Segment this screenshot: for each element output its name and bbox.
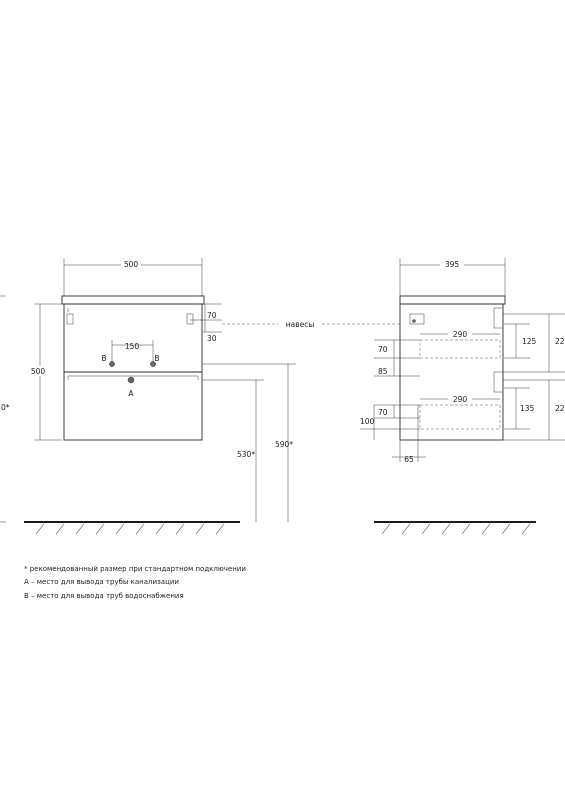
hanger-70-label: 70 <box>207 311 217 320</box>
hangers-label: навесы <box>286 320 315 329</box>
height-530-label: 530* <box>237 450 255 459</box>
drawer-2-box <box>419 404 501 430</box>
hanger-right <box>186 313 194 325</box>
side-hanger <box>409 313 425 325</box>
side-body <box>399 303 504 441</box>
note-a: А – место для вывода трубы канализации <box>24 578 179 586</box>
drawer-1-partial-label: 22 <box>555 337 565 346</box>
side-floor-hatch <box>381 523 531 535</box>
drawer-2-height-label: 135 <box>520 404 535 413</box>
drawer-1-width-label: 290 <box>453 330 468 339</box>
side-width-label: 395 <box>445 260 460 269</box>
note-b: В – место для вывода труб водоснабжения <box>24 592 184 600</box>
front-view: 500 500 500 0* 150 B B <box>0 258 400 535</box>
drawer-2-partial-label: 22 <box>555 404 565 413</box>
drawer-front-1 <box>493 307 504 329</box>
pipe-b-left <box>109 361 115 367</box>
drawer-2-width-label: 290 <box>453 395 468 404</box>
drawer-1-box <box>419 339 501 359</box>
height-590-label: 590* <box>275 440 293 449</box>
pipe-b-right <box>150 361 156 367</box>
notes: * рекомендованный размер при стандартном… <box>24 565 246 600</box>
drawer-1-offset-label: 70 <box>378 345 388 354</box>
countertop <box>61 295 205 305</box>
floor-hatch <box>35 523 225 535</box>
drawer-gap-label: 85 <box>378 367 388 376</box>
side-view: 395 290 290 70 85 70 <box>360 258 565 535</box>
hanger-left <box>66 313 74 325</box>
side-countertop <box>399 295 506 305</box>
drawer-2-offset-label: 70 <box>378 408 388 417</box>
front-partial-label: 0* <box>1 403 10 412</box>
hanger-30-label: 30 <box>207 334 217 343</box>
pipe-a <box>127 376 135 384</box>
pipe-b-left-label: B <box>101 354 106 363</box>
pipe-a-label: A <box>128 389 134 398</box>
drawer-1-height-label: 125 <box>522 337 537 346</box>
pipe-spacing-label: 150 <box>125 342 140 351</box>
front-width-label: 500 <box>124 260 139 269</box>
bottom-offset-label: 65 <box>404 455 414 464</box>
note-recommended: * рекомендованный размер при стандартном… <box>24 565 246 573</box>
pipe-b-right-label: B <box>154 354 159 363</box>
drawer-2-bottom-label: 100 <box>360 417 375 426</box>
front-height-label: 500 <box>31 367 46 376</box>
drawer-front-2 <box>493 371 504 393</box>
